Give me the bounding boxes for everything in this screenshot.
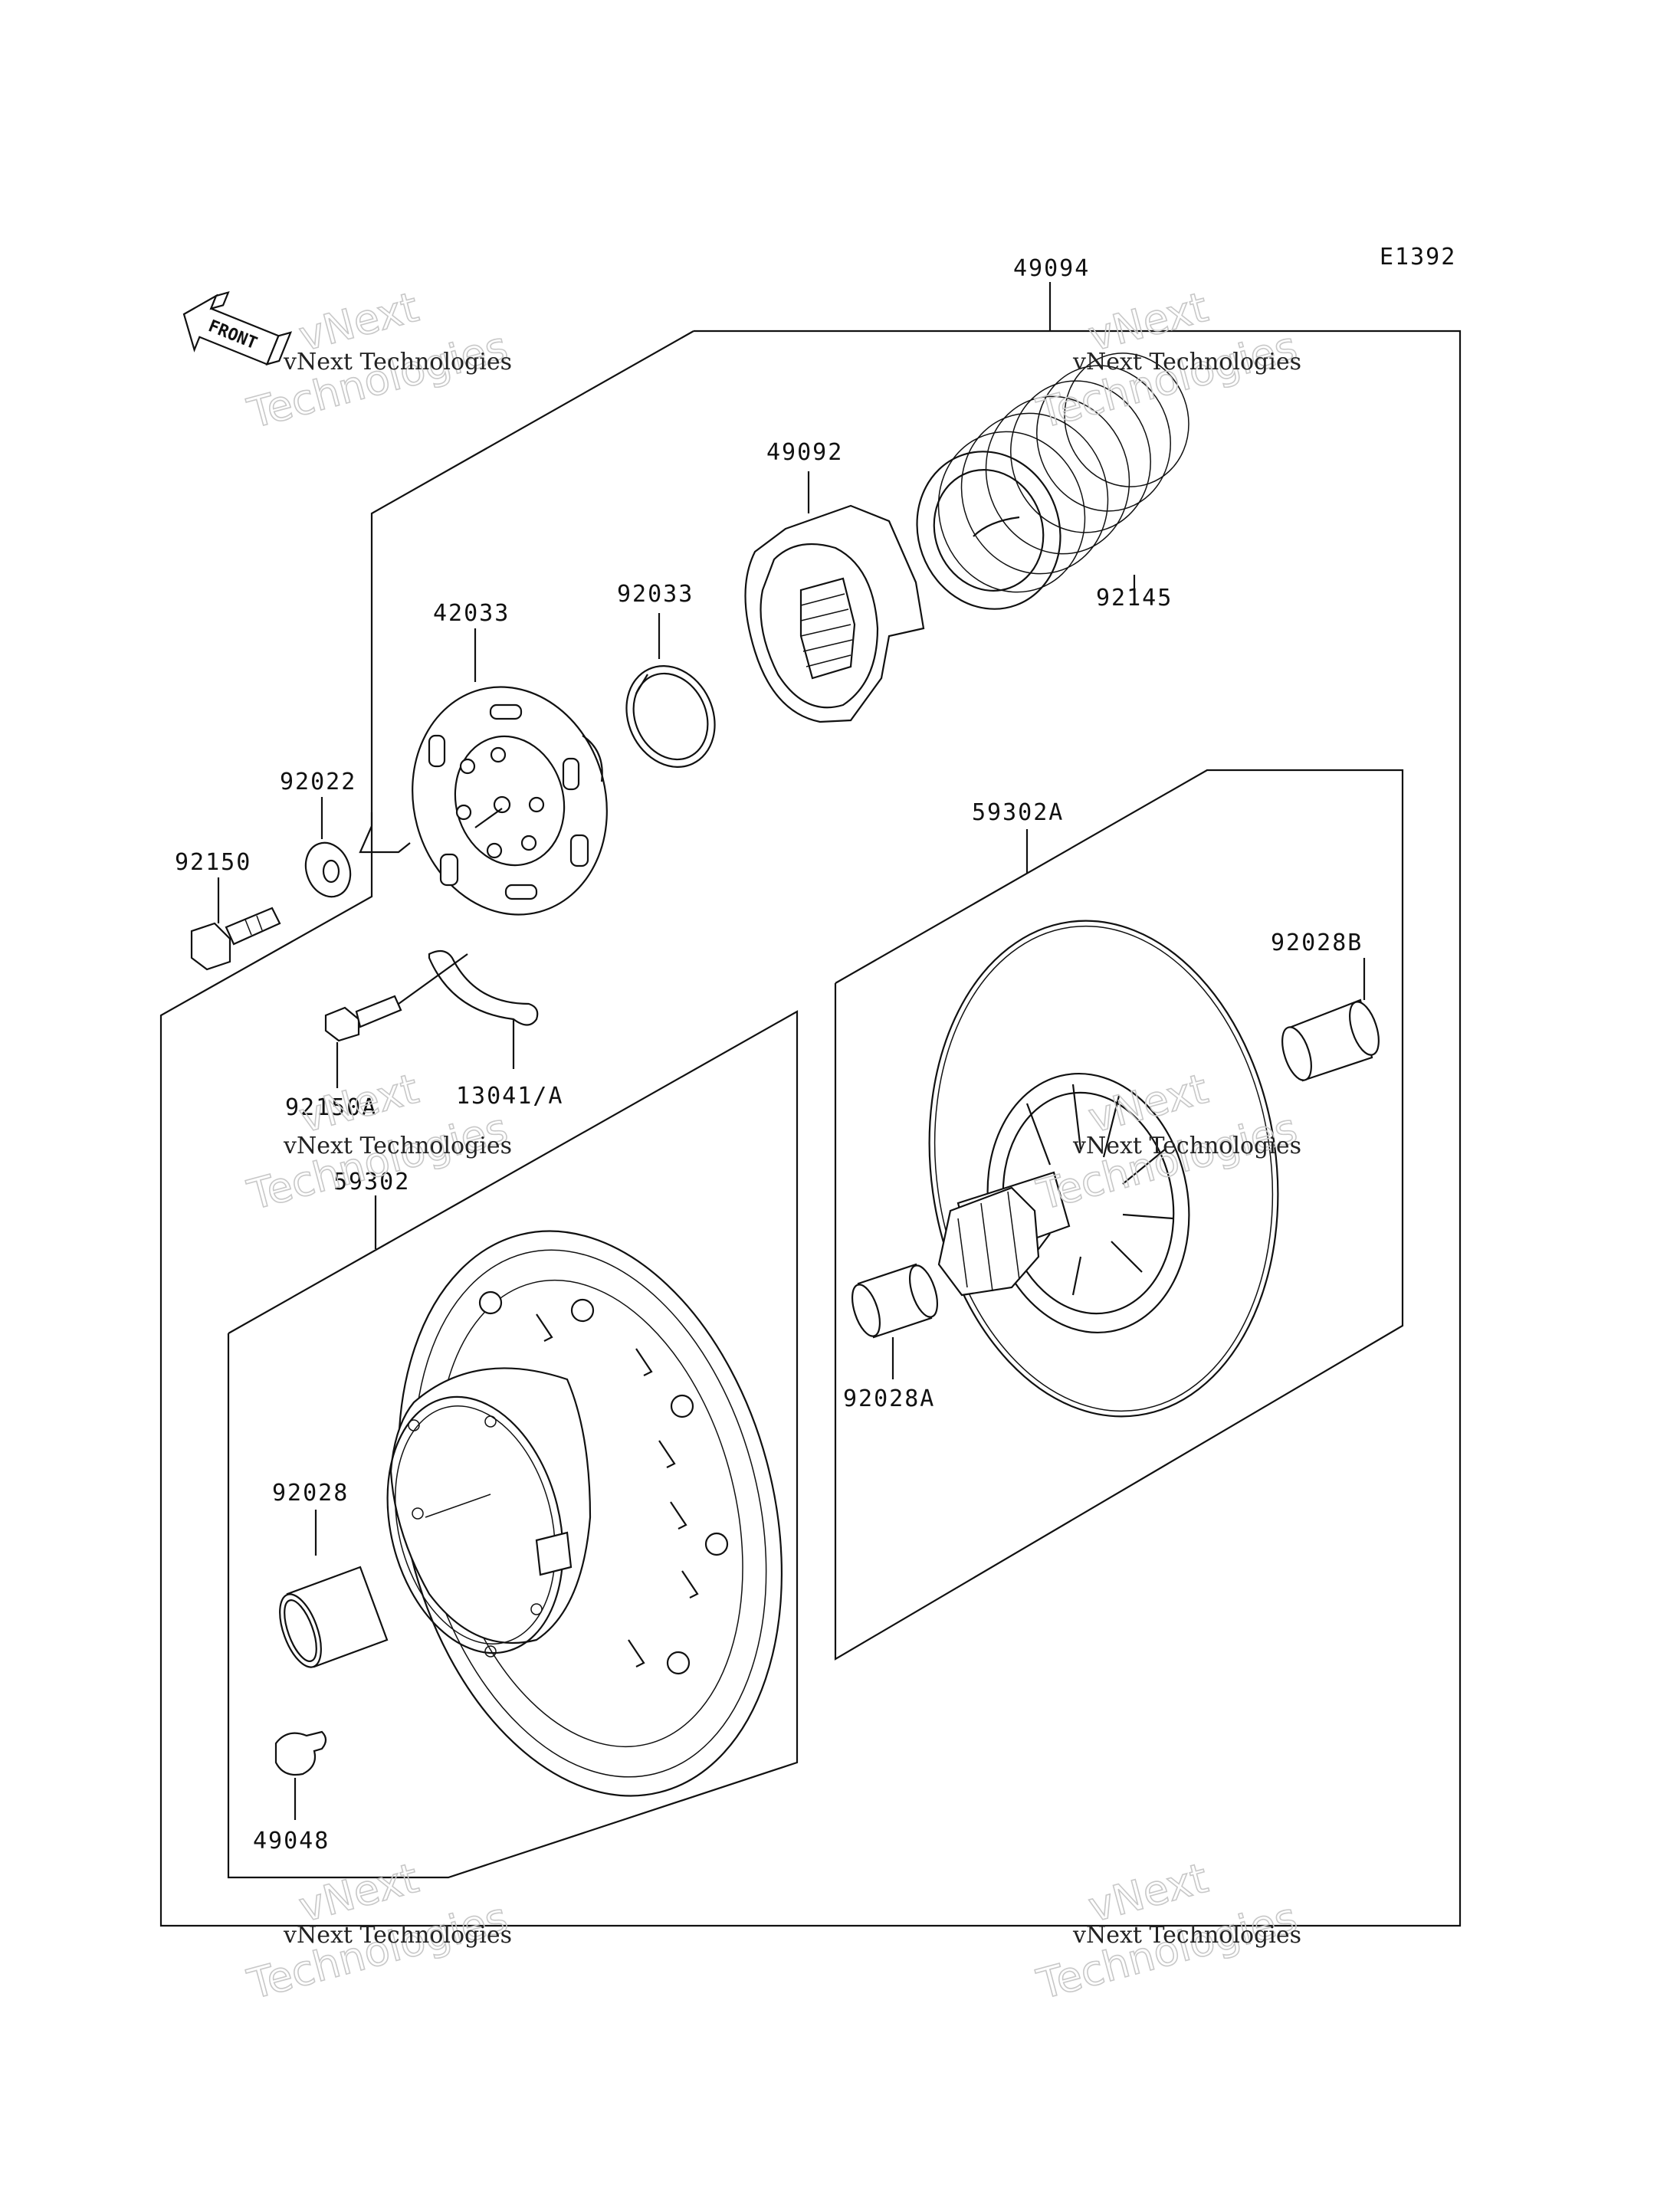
spring-92145	[916, 353, 1189, 610]
washer-92022	[304, 841, 352, 898]
label-49094: 49094	[1013, 255, 1090, 282]
bolt-92150	[190, 907, 281, 971]
label-49048: 49048	[253, 1828, 330, 1854]
slider-49048	[274, 1730, 327, 1776]
label-59302: 59302	[333, 1169, 410, 1195]
bolt-92150A	[324, 995, 402, 1042]
svg-text:vNext Technologies: vNext Technologies	[283, 349, 512, 375]
cam-49092	[744, 504, 925, 723]
circlip-92033	[625, 665, 716, 768]
label-92022: 92022	[280, 769, 356, 795]
label-92028B: 92028B	[1271, 930, 1363, 956]
plate-42033	[412, 686, 608, 916]
label-42033: 42033	[433, 600, 510, 627]
sheave-59302A	[928, 920, 1279, 1418]
label-59302A: 59302A	[972, 799, 1064, 826]
watermark: vNext Technologies vNext Technologies vN…	[242, 282, 1303, 2009]
sheave-59302	[386, 1230, 783, 1797]
bushing-92028A	[851, 1263, 939, 1339]
svg-text:vNext Technologies: vNext Technologies	[1072, 349, 1301, 375]
svg-text:vNext Technologies: vNext Technologies	[1072, 1922, 1301, 1949]
label-92150A: 92150A	[285, 1094, 377, 1121]
label-92028: 92028	[272, 1480, 349, 1507]
bushing-92028B	[1281, 998, 1380, 1082]
clip-13041A	[428, 949, 539, 1026]
front-arrow-icon: FRONT	[182, 290, 293, 366]
label-92150: 92150	[175, 849, 251, 876]
svg-text:vNext Technologies: vNext Technologies	[1072, 1133, 1301, 1159]
svg-text:vNext Technologies: vNext Technologies	[283, 1922, 512, 1949]
label-92033: 92033	[617, 581, 694, 608]
label-92145: 92145	[1096, 585, 1173, 612]
label-49092: 49092	[766, 439, 843, 466]
assembly-box-59302	[227, 1010, 799, 1879]
assembly-box-59302A	[834, 769, 1404, 1661]
bushing-92028	[279, 1566, 389, 1668]
label-92028A: 92028A	[843, 1385, 935, 1412]
svg-text:vNext Technologies: vNext Technologies	[283, 1133, 512, 1159]
label-13041A: 13041/A	[456, 1083, 563, 1110]
diagram-code: E1392	[1380, 244, 1456, 271]
assembly-box-49094	[159, 282, 1462, 1927]
